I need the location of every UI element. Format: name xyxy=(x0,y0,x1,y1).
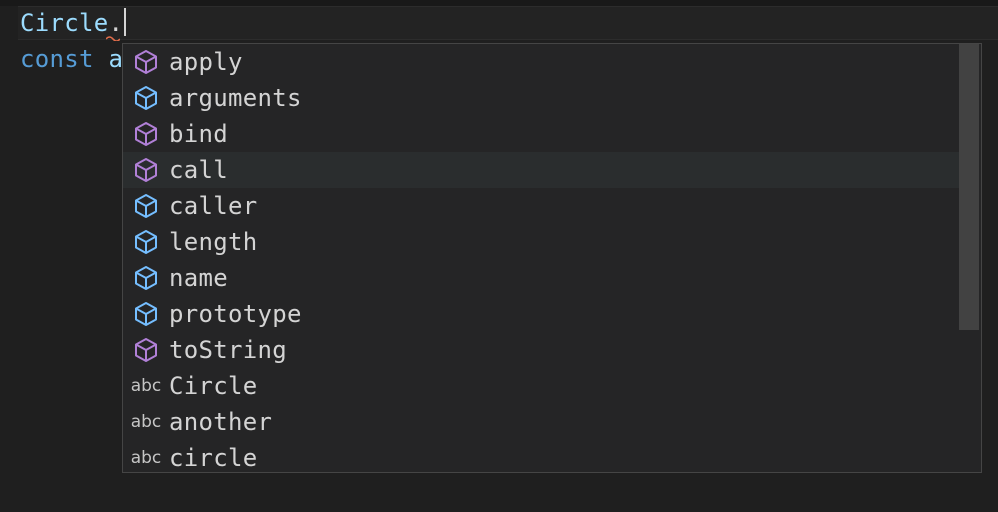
suggest-item-label: length xyxy=(169,228,258,256)
abc-text-icon: abc xyxy=(123,440,169,472)
abc-text-icon: abc xyxy=(123,368,169,404)
suggest-widget[interactable]: apply arguments bind call caller length name pr… xyxy=(122,43,982,473)
method-cube-icon xyxy=(123,116,169,152)
suggest-item[interactable]: abc Circle xyxy=(123,368,959,404)
abc-text-label: abc xyxy=(130,412,162,432)
suggest-item-label: toString xyxy=(169,336,287,364)
suggest-item-label: circle xyxy=(169,444,258,472)
suggest-item-label: prototype xyxy=(169,300,302,328)
abc-text-label: abc xyxy=(130,448,162,468)
suggest-item[interactable]: caller xyxy=(123,188,959,224)
suggest-item[interactable]: abc circle xyxy=(123,440,959,472)
suggest-item[interactable]: length xyxy=(123,224,959,260)
method-cube-icon xyxy=(123,332,169,368)
field-cube-icon xyxy=(123,224,169,260)
suggest-scrollbar[interactable] xyxy=(959,44,979,330)
suggest-item[interactable]: toString xyxy=(123,332,959,368)
suggest-item-label: bind xyxy=(169,120,228,148)
code-line-2[interactable]: const a xyxy=(20,42,123,76)
suggest-item[interactable]: call xyxy=(123,152,959,188)
abc-text-icon: abc xyxy=(123,404,169,440)
member-access-dot: . xyxy=(108,9,124,37)
suggest-item-label: Circle xyxy=(169,372,258,400)
const-keyword: const xyxy=(20,45,94,73)
field-cube-icon xyxy=(123,296,169,332)
class-identifier: Circle xyxy=(20,9,109,37)
suggest-item-label: name xyxy=(169,264,228,292)
suggest-item[interactable]: prototype xyxy=(123,296,959,332)
suggest-item[interactable]: name xyxy=(123,260,959,296)
suggest-item[interactable]: abc another xyxy=(123,404,959,440)
suggest-item-label: call xyxy=(169,156,228,184)
field-cube-icon xyxy=(123,260,169,296)
error-squiggle xyxy=(106,36,120,41)
method-cube-icon xyxy=(123,152,169,188)
suggest-item-label: apply xyxy=(169,48,243,76)
suggest-item[interactable]: arguments xyxy=(123,80,959,116)
code-line-1[interactable]: Circle. xyxy=(20,6,127,40)
suggest-item-label: caller xyxy=(169,192,258,220)
suggest-item-label: another xyxy=(169,408,273,436)
suggest-item-label: arguments xyxy=(169,84,302,112)
field-cube-icon xyxy=(123,188,169,224)
suggest-item[interactable]: bind xyxy=(123,116,959,152)
method-cube-icon xyxy=(123,44,169,80)
current-line-highlight xyxy=(18,6,998,40)
abc-text-label: abc xyxy=(130,376,162,396)
field-cube-icon xyxy=(123,80,169,116)
suggest-list: apply arguments bind call caller length name pr… xyxy=(123,44,959,472)
suggest-item[interactable]: apply xyxy=(123,44,959,80)
partial-variable: a xyxy=(108,45,124,73)
text-cursor xyxy=(124,8,127,36)
editor-top-edge xyxy=(0,0,998,6)
